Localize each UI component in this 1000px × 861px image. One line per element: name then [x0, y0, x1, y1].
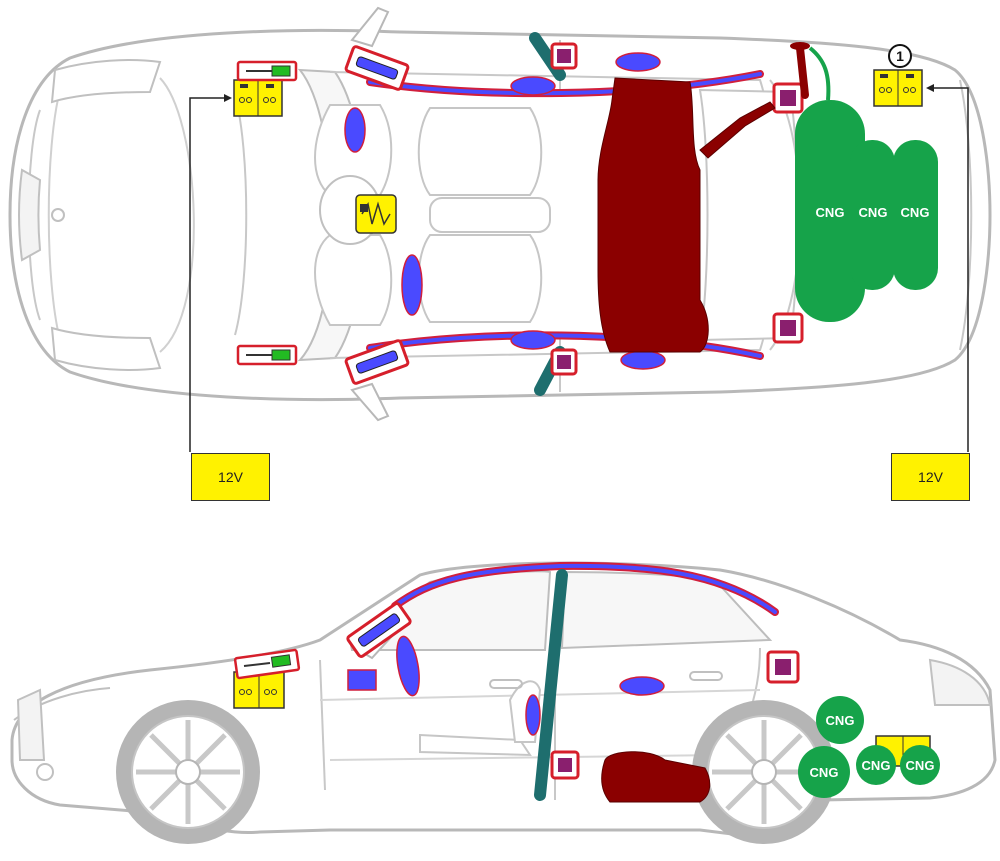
hood-actuator-icon [233, 648, 301, 680]
cng-top-label-3: CNG [901, 205, 930, 220]
hood-actuator-icon [236, 60, 298, 82]
seatbelt-pretensioner-icon [534, 569, 568, 801]
wheel-icon [116, 700, 260, 844]
sensor-icon [550, 750, 580, 780]
airbag-icon [615, 52, 661, 72]
hood-actuator-icon [236, 344, 298, 366]
sensor-icon [772, 82, 804, 114]
airbag-icon [401, 254, 423, 316]
gas-generator-icon [346, 602, 412, 658]
battery-icon [873, 69, 923, 107]
airbag-icon [510, 330, 556, 350]
gas-generator-icon [344, 339, 410, 385]
callout-circle [888, 44, 912, 68]
airbag-icon [510, 76, 556, 96]
cng-top-label-1: CNG [816, 205, 845, 220]
top-view-components: CNG CNG CNG [189, 32, 969, 452]
cng-cylinder-icon: CNG [798, 746, 850, 798]
cng-side-label-1: CNG [826, 713, 855, 728]
cng-side-label-4: CNG [906, 758, 935, 773]
leader-line-right [930, 87, 969, 452]
airbag-icon [620, 350, 666, 370]
battery-icon [233, 79, 283, 117]
voltage-label-left: 12V [191, 453, 270, 501]
cng-cylinder-icon: CNG [795, 100, 865, 322]
sensor-icon [772, 312, 804, 344]
fuel-tank-icon [597, 77, 709, 353]
sensor-icon [550, 348, 578, 376]
airbag-icon [396, 635, 420, 697]
callout-number: 1 [896, 48, 904, 64]
leader-line-left [189, 97, 228, 452]
cng-cylinder-icon: CNG [856, 745, 896, 785]
control-unit-icon [355, 194, 397, 234]
wheel-icon [692, 700, 836, 844]
cng-cylinder-icon: CNG [816, 696, 864, 744]
fuel-filler-pipe [699, 101, 776, 159]
side-view-components: CNG CNG CNG CNG [233, 561, 940, 803]
cng-cylinder-icon: CNG [900, 745, 940, 785]
fuel-tank-icon [601, 751, 711, 803]
airbag-icon [347, 669, 377, 691]
airbag-icon [619, 676, 665, 696]
cng-side-label-2: CNG [810, 765, 839, 780]
cng-side-label-3: CNG [862, 758, 891, 773]
voltage-label-right: 12V [891, 453, 970, 501]
cng-cylinder-icon: CNG [850, 140, 895, 290]
cng-top-label-2: CNG [859, 205, 888, 220]
airbag-icon [525, 694, 541, 736]
cng-cylinder-icon: CNG [893, 140, 938, 290]
airbag-icon [344, 107, 366, 153]
sensor-icon [550, 42, 578, 70]
sensor-icon [766, 650, 800, 684]
gas-generator-icon [344, 45, 410, 91]
